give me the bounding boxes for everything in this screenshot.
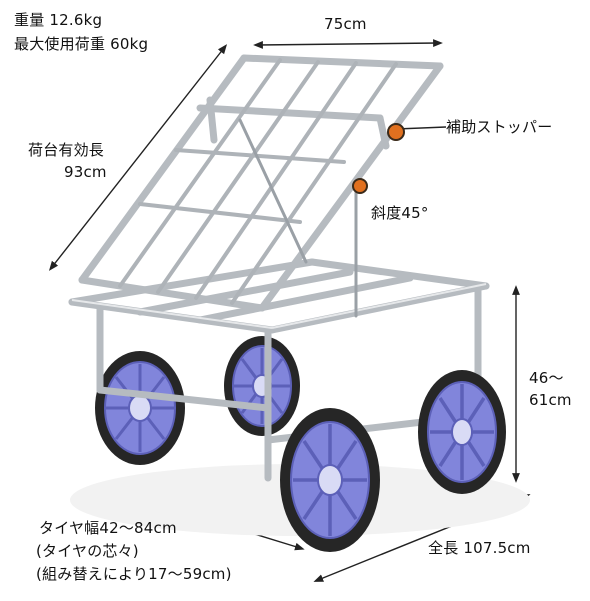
assist-stopper-label: 補助ストッパー [446,118,553,136]
total-length-label: 全長 107.5cm [428,539,531,557]
back-left-wheel [95,351,185,465]
tilt-angle-label: 斜度45° [371,204,429,222]
cart-frame-highlight [71,283,487,329]
bed-length-value-label: 93cm [64,163,107,181]
tire-reassemble-label: (組み替えにより17～59cm) [36,565,232,583]
front-right-wheel [418,370,506,494]
height-range-label: 46～ [529,369,564,387]
cart-base-frame [68,258,490,482]
tire-width-label: タイヤ幅42～84cm [39,519,177,537]
width-dimension-line [253,39,443,49]
assist-stopper-knobs [352,123,405,194]
weight-label: 重量 12.6kg [14,11,103,29]
back-right-wheel [224,336,300,436]
tire-center-label: (タイヤの芯々) [36,542,139,560]
front-left-wheel [280,408,380,552]
height-max-label: 61cm [529,391,572,409]
width-label: 75cm [324,15,367,33]
tilted-cargo-bed [78,54,444,318]
max-load-label: 最大使用荷重 60kg [14,35,149,53]
bed-length-title-label: 荷台有効長 [28,141,105,159]
bed-length-dimension-line [48,44,228,271]
